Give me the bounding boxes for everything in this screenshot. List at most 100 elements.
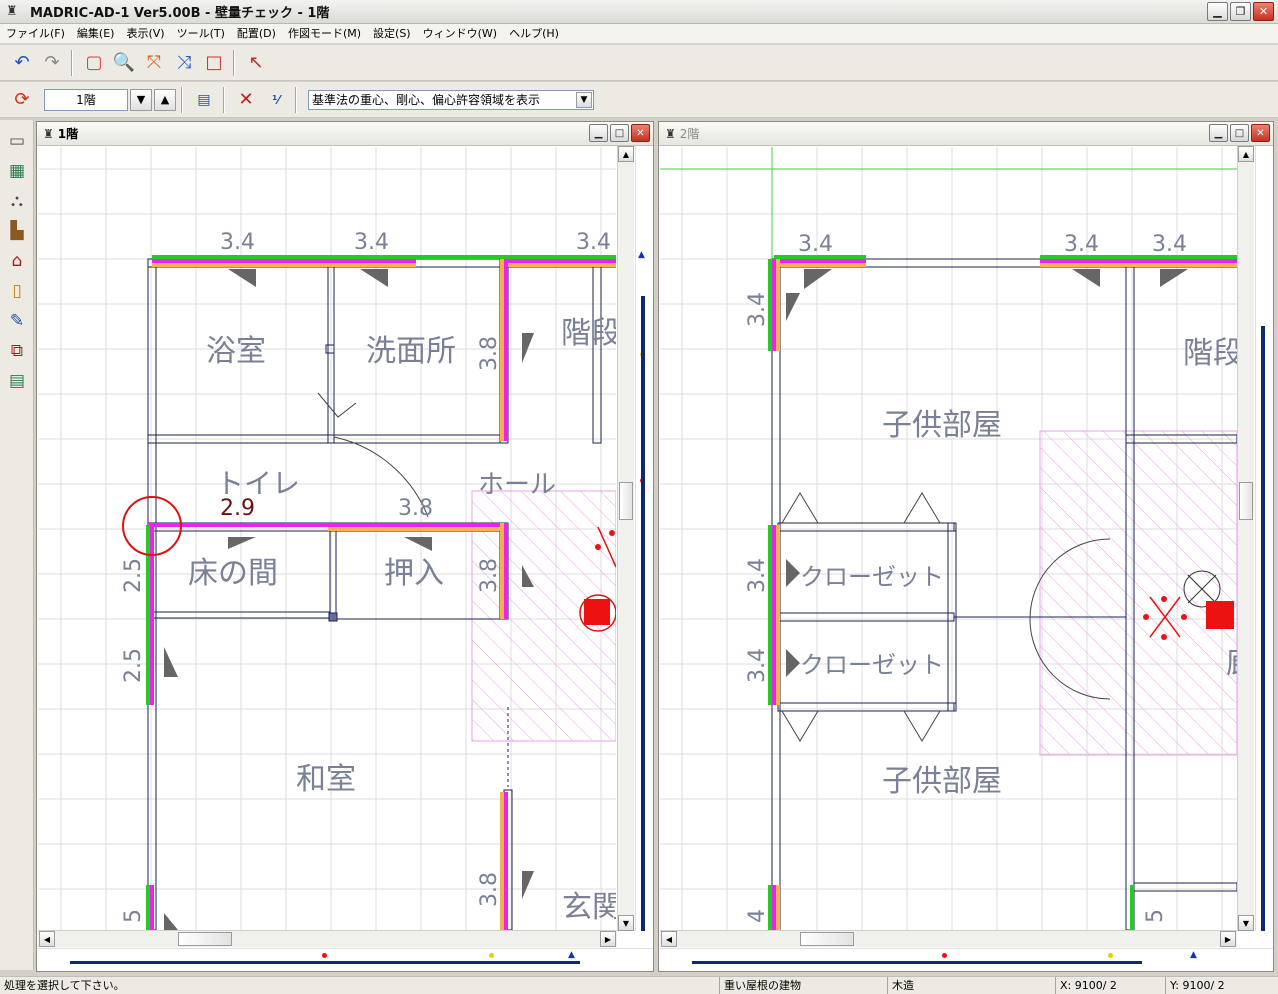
zoom-out-icon[interactable]: ⤨ <box>176 52 192 73</box>
floor-select[interactable]: 1階 <box>44 88 128 111</box>
floor2-hscroll-thumb[interactable] <box>800 932 854 946</box>
stairs-icon[interactable]: ⛬ <box>11 190 23 211</box>
floor-icon: ♜ <box>665 126 676 141</box>
wall-value-right-bottom: 5 <box>1143 909 1168 923</box>
floor1-vscroll-thumb[interactable] <box>619 482 633 520</box>
floor1-vscroll[interactable]: ▲ ▼ <box>617 146 634 931</box>
wall-value-bottom-right: 3.8 <box>477 872 502 907</box>
floor1-hruler: ▲ <box>38 948 653 965</box>
room-child2: 子供部屋 <box>882 764 1002 799</box>
redo-icon[interactable]: ↷ <box>44 52 60 73</box>
wall-value-right-mid: 3.8 <box>477 558 502 593</box>
floor1-close-button[interactable]: ✕ <box>631 124 650 142</box>
scroll-left-icon[interactable]: ◀ <box>661 931 677 947</box>
wall-icon[interactable]: ▙ <box>10 220 24 241</box>
floor-toolbar: ⟳ 1階 ▼ ▲ ▤ ✕ ⅟ 基準法の重心、剛心、偏心許容領域を表示 ▼ <box>0 82 1278 118</box>
wall-value-mid1: 2.9 <box>220 496 255 521</box>
check-cross-icon[interactable]: ✕ <box>238 89 254 110</box>
wall-value-left-b: 2.5 <box>121 648 146 683</box>
floor1-minimize-button[interactable]: ▁ <box>589 124 608 142</box>
grid-icon[interactable]: ▦ <box>8 160 26 181</box>
wall-value-left1: 3.4 <box>745 292 770 327</box>
zoom-in-icon[interactable]: ⤧ <box>146 52 162 73</box>
menu-tool[interactable]: ツール(T) <box>176 26 225 40</box>
floor2-hruler: ▲ <box>660 948 1273 965</box>
status-message: 処理を選択して下さい。 <box>0 977 720 994</box>
undo-icon[interactable]: ↶ <box>14 52 30 73</box>
scroll-up-icon[interactable]: ▲ <box>1238 146 1254 162</box>
floor1-maximize-button[interactable]: □ <box>610 124 629 142</box>
display-mode-select[interactable]: 基準法の重心、剛心、偏心許容領域を表示 ▼ <box>308 89 594 110</box>
floor-down-button[interactable]: ▼ <box>130 88 152 111</box>
main-toolbar: ↶ ↷ ▢ 🔍 ⤧ ⤨ □ ↖ <box>0 45 1278 81</box>
menu-window[interactable]: ウィンドウ(W) <box>422 26 498 40</box>
room-tokonoma: 床の間 <box>188 556 278 591</box>
ruler-marker-icon <box>489 953 494 958</box>
floor-up-button[interactable]: ▲ <box>154 88 176 111</box>
floor2-wall-values: 3.4 3.4 3.4 3.4 3.4 3.4 4 5 <box>745 232 1187 923</box>
ratio-icon[interactable]: ⅟ <box>272 92 280 107</box>
menu-file[interactable]: ファイル(F) <box>6 26 65 40</box>
display-mode-value: 基準法の重心、剛心、偏心許容領域を表示 <box>312 93 541 107</box>
scroll-right-icon[interactable]: ▶ <box>1220 931 1236 947</box>
menu-view[interactable]: 表示(V) <box>126 26 165 40</box>
floor2-minimize-button[interactable]: ▁ <box>1209 124 1228 142</box>
zoom-icon[interactable]: 🔍 <box>112 52 136 73</box>
floor1-window: ♜ 1階 ▁ □ ✕ <box>36 121 654 972</box>
menu-help[interactable]: ヘルプ(H) <box>509 26 559 40</box>
floor2-vscroll-thumb[interactable] <box>1239 482 1253 520</box>
floor2-maximize-button[interactable]: □ <box>1230 124 1249 142</box>
scroll-right-icon[interactable]: ▶ <box>600 931 616 947</box>
scroll-up-icon[interactable]: ▲ <box>618 146 634 162</box>
calc-icon[interactable]: ▤ <box>197 91 211 108</box>
window-zoom-icon[interactable]: ▢ <box>85 52 103 73</box>
selection-circle <box>122 496 182 556</box>
wall-direction-markers <box>786 269 1188 677</box>
floor1-hscroll-thumb[interactable] <box>178 932 232 946</box>
menu-settings[interactable]: 設定(S) <box>373 26 411 40</box>
ruler-marker-icon: ▲ <box>1190 950 1197 960</box>
floor1-hscroll[interactable]: ◀ ▶ <box>38 930 617 947</box>
menu-edit[interactable]: 編集(E) <box>76 26 115 40</box>
status-x: X: 9100/ 2 <box>1056 977 1166 994</box>
menu-bar: ファイル(F) 編集(E) 表示(V) ツール(T) 配置(D) 作図モード(M… <box>0 24 1278 44</box>
ruler-bar <box>1261 326 1265 931</box>
door-icon[interactable]: ▯ <box>12 280 22 301</box>
ruler-marker-icon: ▲ <box>568 950 575 960</box>
restore-button[interactable]: ❐ <box>1230 2 1251 21</box>
wall-direction-markers <box>164 269 534 930</box>
menu-place[interactable]: 配置(D) <box>236 26 276 40</box>
floor2-titlebar: ♜ 2階 ▁ □ ✕ <box>659 122 1273 146</box>
scroll-left-icon[interactable]: ◀ <box>39 931 55 947</box>
eccentricity-zone <box>1039 430 1237 756</box>
close-button[interactable]: ✕ <box>1253 2 1274 21</box>
scroll-down-icon[interactable]: ▼ <box>1238 915 1254 931</box>
room-stairs2: 階段 <box>1183 336 1237 371</box>
wall-value-top3: 3.4 <box>576 230 611 255</box>
move-icon[interactable]: ⧉ <box>10 340 24 361</box>
floor2-close-button[interactable]: ✕ <box>1251 124 1270 142</box>
room-washroom: 洗面所 <box>366 334 456 369</box>
floor2-plan-canvas[interactable]: 3.4 3.4 3.4 3.4 3.4 3.4 4 5 子供部屋 階段 クローゼ… <box>660 147 1237 930</box>
wall-value-bottom-left: 5 <box>121 909 146 923</box>
fit-all-icon[interactable]: □ <box>205 52 223 73</box>
house-icon[interactable]: ⌂ <box>11 250 23 271</box>
floor2-hscroll[interactable]: ◀ ▶ <box>660 930 1237 947</box>
floor1-plan-canvas[interactable]: 3.4 3.4 3.4 2.9 3.8 3.8 3.8 2.5 2.5 3.8 … <box>38 147 616 930</box>
scroll-down-icon[interactable]: ▼ <box>618 915 634 931</box>
floor2-room-labels: 子供部屋 階段 クローゼット クローゼット 子供部屋 廊下 <box>800 336 1237 799</box>
floor2-vscroll[interactable]: ▲ ▼ <box>1237 146 1254 931</box>
layer-icon[interactable]: ▭ <box>8 130 26 151</box>
dropdown-arrow-icon[interactable]: ▼ <box>576 91 592 108</box>
menu-draw-mode[interactable]: 作図モード(M) <box>287 26 362 40</box>
minimize-button[interactable]: ▁ <box>1207 2 1228 21</box>
table-icon[interactable]: ▤ <box>8 370 26 391</box>
select-arrow-icon[interactable]: ↖ <box>248 52 264 73</box>
room-stairs: 階段 <box>561 316 616 351</box>
wall-value-left-a: 2.5 <box>121 558 146 593</box>
edit-icon[interactable]: ✎ <box>9 310 25 331</box>
refresh-icon[interactable]: ⟳ <box>14 89 30 110</box>
wall-value-left4: 4 <box>745 909 770 923</box>
window-controls: ▁ ❐ ✕ <box>1207 2 1274 21</box>
ruler-bar <box>641 296 645 931</box>
